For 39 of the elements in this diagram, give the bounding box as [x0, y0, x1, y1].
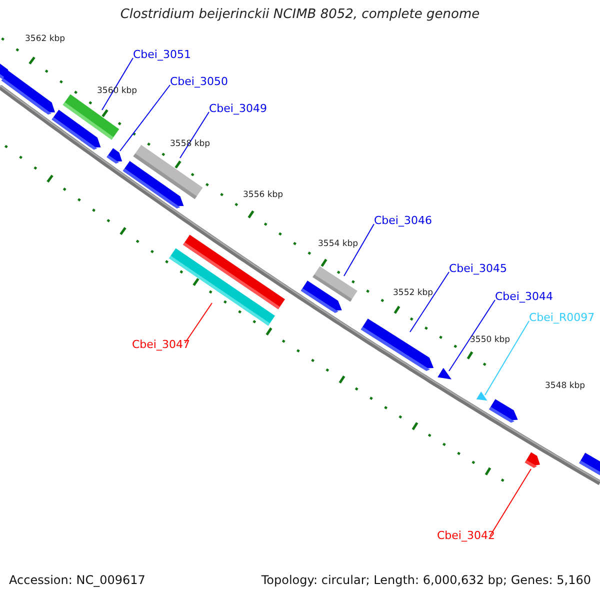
gene-label: Cbei_3050: [170, 76, 228, 88]
scale-label: 3562 kbp: [25, 35, 66, 44]
scale-label: 3556 kbp: [243, 191, 284, 200]
scale-label: 3550 kbp: [470, 336, 510, 346]
gene-block: [183, 234, 285, 310]
gene-label: Cbei_3049: [209, 103, 267, 116]
leader-line: [180, 112, 210, 158]
genome-summary-text: Topology: circular; Length: 6,000,632 bp; Genes: 5,160: [261, 574, 591, 588]
leader-line: [484, 320, 530, 396]
gene-label: Cbei_3046: [374, 215, 432, 228]
leader-line: [490, 468, 532, 536]
gene-label: Cbei_R0097: [529, 312, 595, 324]
gene-block: [52, 110, 101, 150]
leader-line: [344, 224, 374, 276]
leader-line: [120, 84, 170, 152]
gene-block: [122, 161, 184, 209]
leader-line: [184, 302, 212, 344]
gene-label: Cbei_3047: [132, 339, 190, 352]
scale-label: 3552 kbp: [393, 289, 434, 298]
gene-block: [489, 399, 518, 423]
gene-label: Cbei_3045: [449, 263, 507, 276]
gene-block: [360, 318, 434, 371]
gene-block: [106, 148, 122, 164]
accession-text: Accession: NC_009617: [9, 574, 146, 588]
gene-block: [1, 70, 55, 115]
gene-block: [524, 452, 540, 468]
diagram-title: Clostridium beijerinckii NCIMB 8052, complete genome: [119, 8, 481, 22]
scale-label: 3554 kbp: [318, 240, 358, 250]
gene-label: Cbei_3044: [495, 291, 553, 304]
gene-marker: [438, 368, 452, 380]
gene-label: Cbei_3042: [437, 530, 495, 542]
gene-block: [579, 452, 600, 478]
gene-marker: [476, 392, 488, 401]
leader-line: [448, 300, 496, 372]
leader-line: [410, 272, 450, 332]
scale-label: 3548 kbp: [545, 382, 586, 392]
leader-line: [102, 58, 134, 110]
gene-label: Cbei_3051: [133, 49, 191, 62]
gene-block: [300, 280, 342, 314]
